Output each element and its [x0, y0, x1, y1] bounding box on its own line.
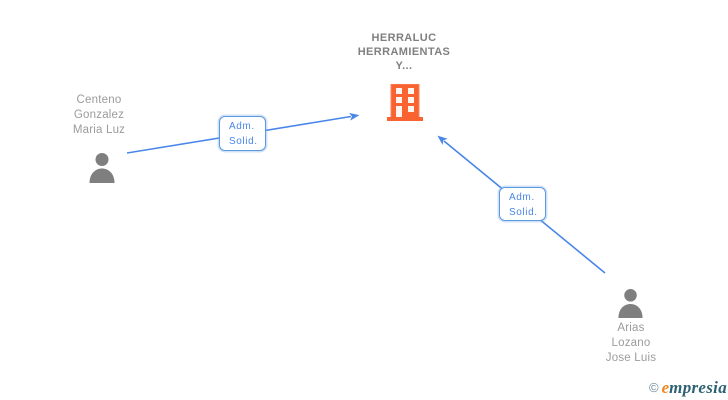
person-node-label-centeno[interactable]: Centeno Gonzalez Maria Luz [72, 94, 126, 136]
relation-label-left[interactable]: Adm. Solid. [219, 116, 266, 151]
logo-text: mpresia [669, 378, 727, 397]
copyright-icon: © [649, 380, 659, 395]
building-icon[interactable] [387, 83, 423, 121]
person-node-label-arias[interactable]: Arias Lozano Jose Luis [605, 322, 657, 364]
person-icon-arias[interactable] [617, 288, 644, 318]
relation-label-right[interactable]: Adm. Solid. [499, 187, 546, 221]
person-icon-centeno[interactable] [88, 152, 116, 183]
empresia-logo[interactable]: ©empresia [649, 378, 727, 398]
company-node-label[interactable]: HERRALUC HERRAMIENTAS Y... [357, 32, 451, 72]
logo-accent-letter: e [661, 378, 670, 397]
